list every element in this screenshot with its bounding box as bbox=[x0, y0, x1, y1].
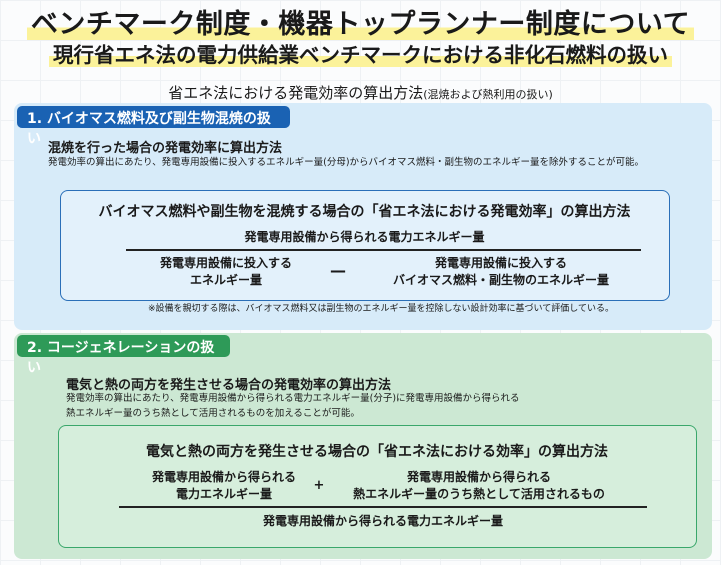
biomass-tag: 1. バイオマス燃料及び副生物混焼の扱い bbox=[17, 106, 290, 147]
biomass-numerator: 発電専用設備から得られる電力エネルギー量 bbox=[244, 230, 485, 244]
cogeneration-formula-box: 電気と熱の両方を発生させる場合の「省エネ法における効率」の算出方法 発電専用設備… bbox=[58, 425, 697, 548]
numerator-a-line1: 発電専用設備から得られる bbox=[151, 470, 296, 484]
cogeneration-numerator-b: 発電専用設備から得られる熱エネルギー量のうち熱として活用されるもの bbox=[334, 469, 624, 503]
cogeneration-text: 発電効率の算出にあたり、発電専用設備から得られる電力エネルギー量(分子)に発電専… bbox=[66, 391, 520, 421]
denominator-a-line2: エネルギー量 bbox=[189, 273, 262, 287]
page-subtitle: 現行省エネ法の電力供給業ベンチマークにおける非化石燃料の扱い bbox=[0, 38, 721, 68]
numerator-b-line1: 発電専用設備から得られる bbox=[406, 470, 551, 484]
fraction-line bbox=[119, 506, 647, 508]
cogeneration-text-line2: 熱エネルギー量のうち熱として活用されるものを加えることが可能。 bbox=[66, 408, 360, 419]
cogeneration-denominator: 発電専用設備から得られる電力エネルギー量 bbox=[262, 514, 503, 528]
subtitle-text: 現行省エネ法の電力供給業ベンチマークにおける非化石燃料の扱い bbox=[49, 43, 672, 67]
plus-operator: + bbox=[313, 478, 325, 493]
denominator-a-line1: 発電専用設備に投入する bbox=[159, 256, 292, 270]
cogeneration-tag: 2. コージェネレーションの扱い bbox=[17, 335, 230, 376]
cogeneration-formula-title: 電気と熱の両方を発生させる場合の「省エネ法における効率」の算出方法 bbox=[146, 444, 608, 460]
cogeneration-text-line1: 発電効率の算出にあたり、発電専用設備から得られる電力エネルギー量(分子)に発電専… bbox=[66, 393, 520, 404]
denominator-b-line2: バイオマス燃料・副生物のエネルギー量 bbox=[392, 273, 609, 287]
biomass-formula-box: バイオマス燃料や副生物を混焼する場合の「省エネ法における発電効率」の算出方法 発… bbox=[60, 190, 670, 301]
section-heading: 省エネ法における発電効率の算出方法(混焼および熱利用の扱い) bbox=[0, 82, 721, 103]
biomass-formula-title: バイオマス燃料や副生物を混焼する場合の「省エネ法における発電効率」の算出方法 bbox=[98, 204, 631, 220]
minus-operator: — bbox=[330, 261, 346, 280]
biomass-footnote: ※設備を親切する際は、バイオマス燃料又は副生物のエネルギー量を控除しない設計効率… bbox=[148, 304, 615, 314]
section-heading-note: (混焼および熱利用の扱い) bbox=[423, 88, 553, 101]
section-heading-text: 省エネ法における発電効率の算出方法 bbox=[168, 84, 424, 102]
numerator-b-line2: 熱エネルギー量のうち熱として活用されるもの bbox=[353, 487, 605, 501]
numerator-a-line2: 電力エネルギー量 bbox=[175, 487, 272, 501]
title-text: ベンチマーク制度・機器トップランナー制度について bbox=[26, 9, 695, 40]
fraction-line bbox=[126, 249, 641, 251]
biomass-heading: 混焼を行った場合の発電効率に算出方法 bbox=[48, 141, 283, 156]
cogeneration-heading: 電気と熱の両方を発生させる場合の発電効率の算出方法 bbox=[66, 378, 392, 393]
cogeneration-numerator-a: 発電専用設備から得られる電力エネルギー量 bbox=[129, 469, 319, 503]
denominator-b-line1: 発電専用設備に投入する bbox=[434, 256, 567, 270]
biomass-denominator-b: 発電専用設備に投入するバイオマス燃料・副生物のエネルギー量 bbox=[361, 255, 641, 289]
page-title: ベンチマーク制度・機器トップランナー制度について bbox=[0, 2, 721, 41]
biomass-denominator-a: 発電専用設備に投入するエネルギー量 bbox=[131, 255, 321, 289]
biomass-text: 発電効率の算出にあたり、発電専用設備に投入するエネルギー量(分母)からバイオマス… bbox=[48, 157, 645, 168]
